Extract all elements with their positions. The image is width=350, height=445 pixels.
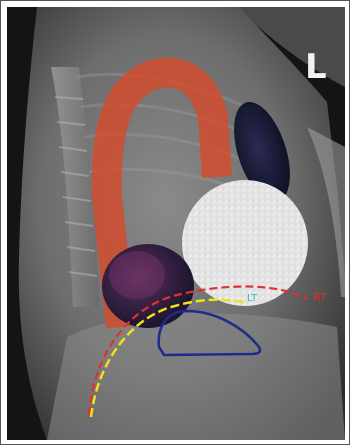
xray-svg (7, 7, 345, 440)
lt-label: LT (247, 293, 257, 304)
orientation-marker: L (305, 47, 327, 87)
rt-label: RT (313, 291, 327, 304)
sphere-tint (109, 251, 165, 299)
abdomen-region (47, 313, 345, 440)
lateral-chest-xray (7, 7, 345, 440)
white-mass (182, 180, 308, 306)
